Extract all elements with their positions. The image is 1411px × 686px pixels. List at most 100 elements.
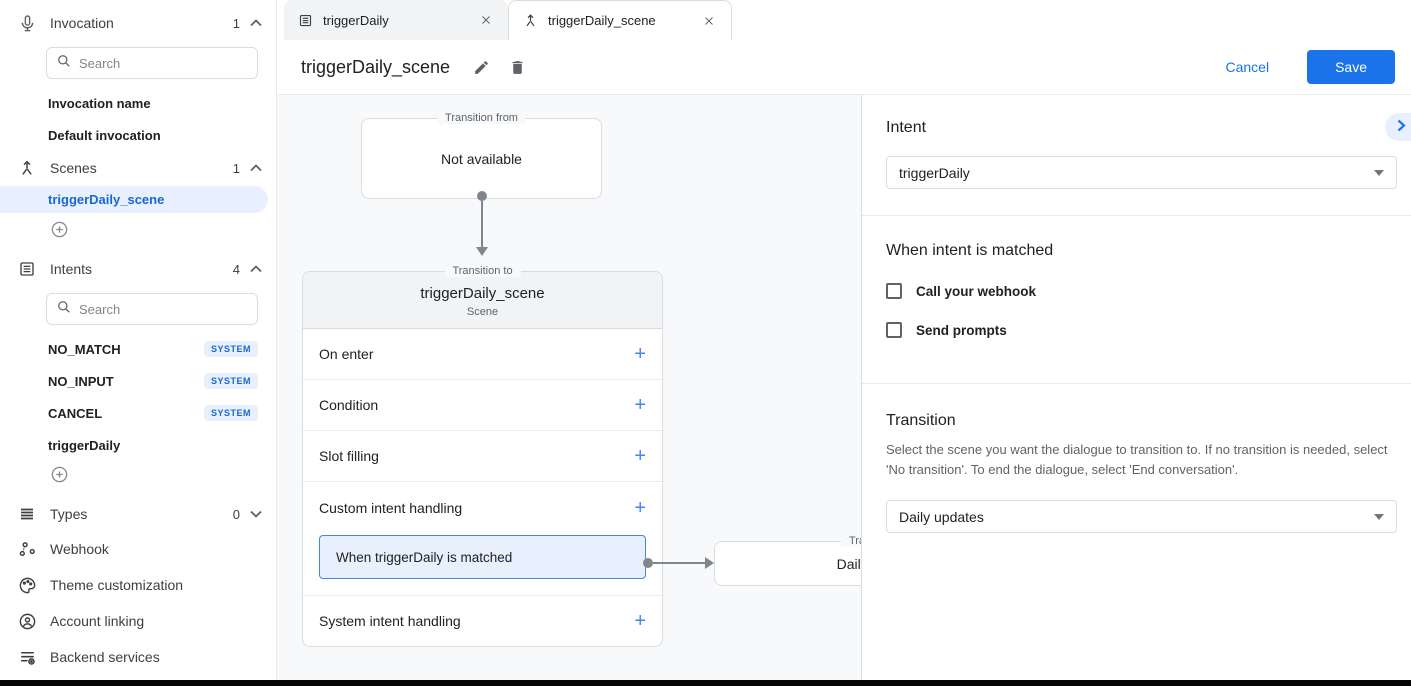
save-button[interactable]: Save: [1307, 50, 1395, 84]
scene-row-condition[interactable]: Condition +: [303, 380, 662, 431]
item-label: triggerDaily_scene: [48, 192, 165, 207]
search-icon: [57, 300, 71, 319]
section-count: 0: [232, 506, 240, 522]
sidebar-item-cancel-intent[interactable]: CANCEL SYSTEM: [0, 397, 276, 429]
sidebar-item-no-input[interactable]: NO_INPUT SYSTEM: [0, 365, 276, 397]
sidebar-section-intents[interactable]: Intents 4: [0, 254, 276, 284]
transition-to-legend: Transition to: [444, 265, 521, 277]
transition-target-card[interactable]: Transition to Daily updates: [714, 535, 861, 586]
collapse-panel-button[interactable]: [1385, 113, 1411, 141]
target-card-content: Daily updates: [836, 555, 861, 572]
checkbox-label: Call your webhook: [916, 283, 1037, 299]
add-icon[interactable]: +: [634, 445, 646, 467]
scene-card-title: triggerDaily_scene: [420, 285, 545, 302]
intents-search: [46, 293, 258, 325]
scene-graph-canvas[interactable]: Transition from Not available Transition…: [277, 95, 861, 680]
scene-jump-icon: [523, 13, 538, 28]
divider: [862, 383, 1411, 384]
cancel-button[interactable]: Cancel: [1209, 51, 1285, 83]
transition-to-legend: Transition to: [840, 535, 861, 547]
close-icon[interactable]: [699, 11, 719, 31]
dropdown-caret-icon: [1374, 513, 1384, 520]
item-label: NO_MATCH: [48, 341, 121, 357]
sidebar-item-theme-customization[interactable]: Theme customization: [0, 567, 276, 603]
edit-pencil-icon[interactable]: [468, 54, 494, 80]
intents-doc-icon: [16, 258, 38, 280]
intent-select[interactable]: triggerDaily: [886, 156, 1397, 189]
sidebar-item-webhook[interactable]: Webhook: [0, 531, 276, 567]
transition-from-content: Not available: [441, 150, 522, 167]
system-badge: SYSTEM: [203, 341, 258, 357]
sidebar-item-default-invocation[interactable]: Default invocation: [0, 119, 276, 151]
sidebar-item-triggerdaily-scene[interactable]: triggerDaily_scene: [0, 186, 268, 213]
sidebar-item-triggerdaily-intent[interactable]: triggerDaily: [0, 429, 276, 461]
plus-circle-icon: [50, 220, 69, 244]
plus-circle-icon: [50, 465, 69, 489]
section-label: Invocation: [50, 15, 114, 31]
palette-icon: [16, 574, 38, 596]
tab-label: triggerDaily: [323, 12, 389, 28]
item-label: CANCEL: [48, 405, 103, 421]
nav-label: Backend services: [50, 649, 160, 665]
scene-row-slot-filling[interactable]: Slot filling +: [303, 431, 662, 482]
send-prompts-checkbox-row[interactable]: Send prompts: [886, 322, 1397, 338]
item-label: NO_INPUT: [48, 373, 114, 389]
add-intent-button[interactable]: [0, 461, 276, 493]
transition-select[interactable]: Daily updates: [886, 500, 1397, 533]
tab-triggerdaily-scene[interactable]: triggerDaily_scene: [508, 0, 732, 40]
transition-description: Select the scene you want the dialogue t…: [886, 442, 1388, 477]
transition-from-legend: Transition from: [437, 112, 526, 124]
item-label: triggerDaily: [48, 437, 121, 453]
transition-select-value: Daily updates: [899, 508, 984, 525]
sidebar-section-types[interactable]: Types 0: [0, 499, 276, 529]
call-webhook-checkbox-row[interactable]: Call your webhook: [886, 283, 1397, 299]
intent-doc-icon: [298, 13, 313, 28]
intents-search-input[interactable]: [79, 301, 247, 317]
close-icon[interactable]: [476, 10, 496, 30]
sidebar-section-invocation[interactable]: Invocation 1: [0, 8, 276, 38]
add-icon[interactable]: +: [634, 394, 646, 416]
nav-label: Account linking: [50, 613, 145, 629]
add-icon[interactable]: +: [634, 343, 646, 365]
bottom-bar: [0, 680, 1411, 686]
tab-triggerdaily[interactable]: triggerDaily: [284, 0, 508, 40]
sidebar-item-backend-services[interactable]: Backend services: [0, 639, 276, 675]
sidebar-item-account-linking[interactable]: Account linking: [0, 603, 276, 639]
add-icon[interactable]: +: [634, 610, 646, 632]
add-icon[interactable]: +: [634, 496, 646, 519]
scene-row-custom-intent-handling[interactable]: Custom intent handling +: [303, 482, 662, 533]
page-title: triggerDaily_scene: [301, 56, 451, 77]
backend-services-icon: [16, 646, 38, 668]
tab-bar: triggerDaily triggerDaily_scene: [277, 0, 1411, 40]
sidebar-item-no-match[interactable]: NO_MATCH SYSTEM: [0, 333, 276, 365]
intent-heading: Intent: [886, 119, 927, 136]
section-count: 4: [232, 261, 240, 277]
sidebar-item-invocation-name[interactable]: Invocation name: [0, 87, 276, 119]
account-person-icon: [16, 610, 38, 632]
section-count: 1: [232, 15, 240, 31]
delete-trash-icon[interactable]: [504, 54, 530, 80]
checkbox-unchecked-icon: [886, 322, 902, 338]
arrow-down-icon: [476, 247, 488, 256]
chevron-up-icon: [250, 159, 262, 177]
intent-detail-panel: Intent triggerDaily When intent is match…: [861, 95, 1411, 680]
intent-handler-when-triggerdaily-matched[interactable]: When triggerDaily is matched: [319, 535, 646, 579]
divider: [862, 215, 1411, 216]
intent-select-value: triggerDaily: [899, 164, 970, 181]
scene-row-on-enter[interactable]: On enter +: [303, 329, 662, 380]
system-badge: SYSTEM: [203, 373, 258, 389]
add-scene-button[interactable]: [0, 216, 276, 248]
invocation-search-input[interactable]: [79, 55, 247, 71]
nav-label: Theme customization: [50, 577, 184, 593]
row-label: On enter: [319, 346, 374, 362]
scene-row-system-intent-handling[interactable]: System intent handling +: [303, 596, 662, 646]
scene-card-subtitle: Scene: [466, 306, 499, 318]
section-count: 1: [232, 160, 240, 176]
sidebar-section-scenes[interactable]: Scenes 1: [0, 153, 276, 183]
dropdown-caret-icon: [1374, 169, 1384, 176]
item-label: Invocation name: [48, 95, 151, 111]
section-label: Scenes: [50, 160, 97, 176]
tab-label: triggerDaily_scene: [548, 13, 656, 28]
row-label: System intent handling: [319, 613, 461, 629]
connector-line: [481, 201, 483, 247]
